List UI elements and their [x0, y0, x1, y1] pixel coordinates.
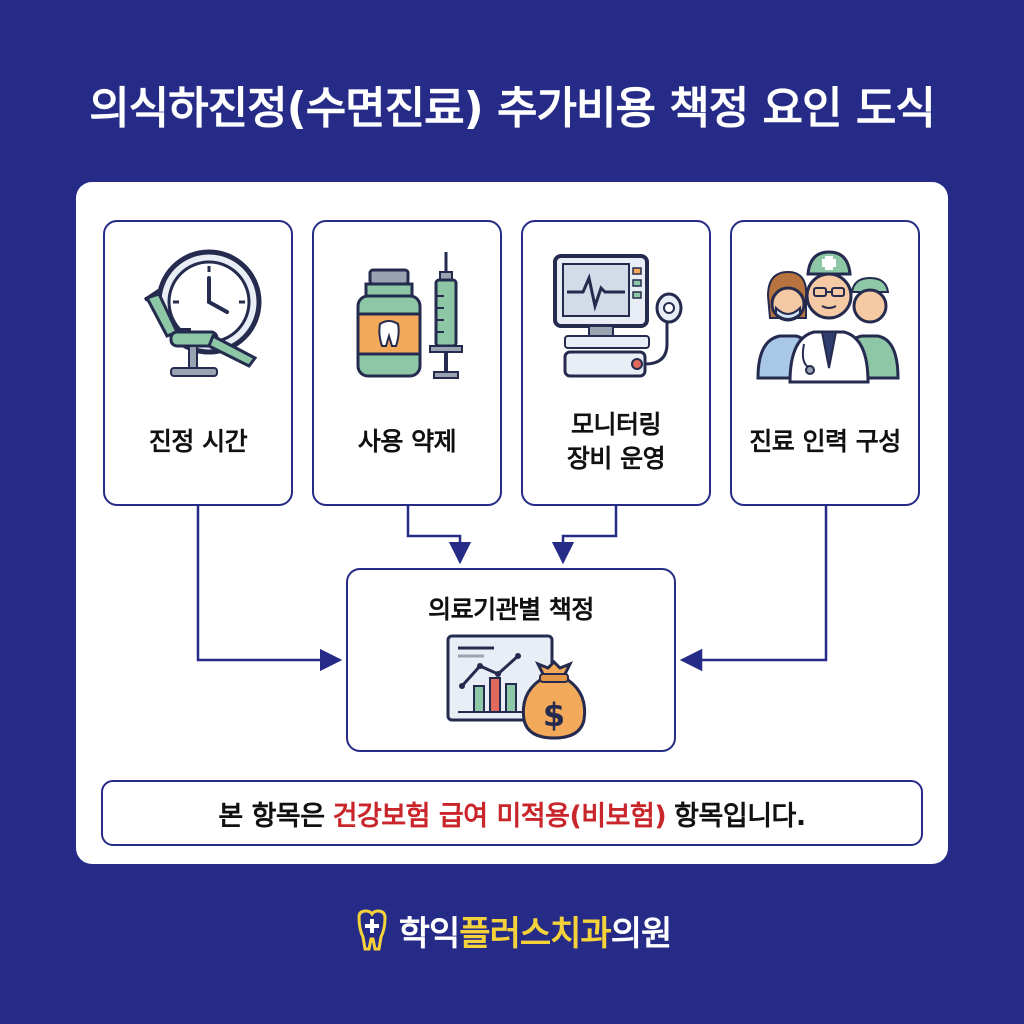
brand-part1: 학익 [398, 913, 461, 954]
factor-label: 진료 인력 구성 [749, 427, 901, 456]
factor-card-sedation-time: 진정 시간 [103, 220, 293, 506]
svg-text:$: $ [543, 696, 565, 734]
factor-label-line1: 모니터링 [570, 410, 662, 439]
medicine-bottle-syringe-icon [356, 252, 463, 379]
notice-prefix: 본 항목은 [218, 800, 325, 832]
factor-label: 사용 약제 [357, 427, 457, 456]
factor-label: 진정 시간 [148, 427, 248, 456]
factor-card-staff: 진료 인력 구성 [730, 220, 920, 506]
notice-suffix: 항목입니다. [674, 800, 806, 832]
brand-part2: 플러스치과 [459, 913, 611, 954]
result-box: 의료기관별 책정 $ [346, 568, 676, 752]
dental-chair-clock-icon [143, 249, 262, 377]
result-label: 의료기관별 책정 [428, 595, 594, 624]
brand-part3: 의원 [610, 913, 673, 954]
factor-card-monitoring: 모니터링 장비 운영 [521, 220, 711, 506]
tooth-cross-icon [357, 909, 387, 951]
insurance-notice: 본 항목은 건강보험 급여 미적용(비보험) 항목입니다. [101, 780, 923, 846]
factor-card-medication: 사용 약제 [312, 220, 502, 506]
medical-staff-icon [756, 250, 900, 384]
factor-label-line2: 장비 운영 [566, 444, 666, 473]
factor-label: 모니터링 장비 운영 [523, 392, 709, 492]
chart-money-bag-icon: $ [446, 634, 587, 740]
page-title: 의식하진정(수면진료) 추가비용 책정 요인 도식 [89, 83, 936, 134]
patient-monitor-icon [553, 254, 683, 378]
notice-highlight: 건강보험 급여 미적용(비보험) [332, 800, 667, 832]
